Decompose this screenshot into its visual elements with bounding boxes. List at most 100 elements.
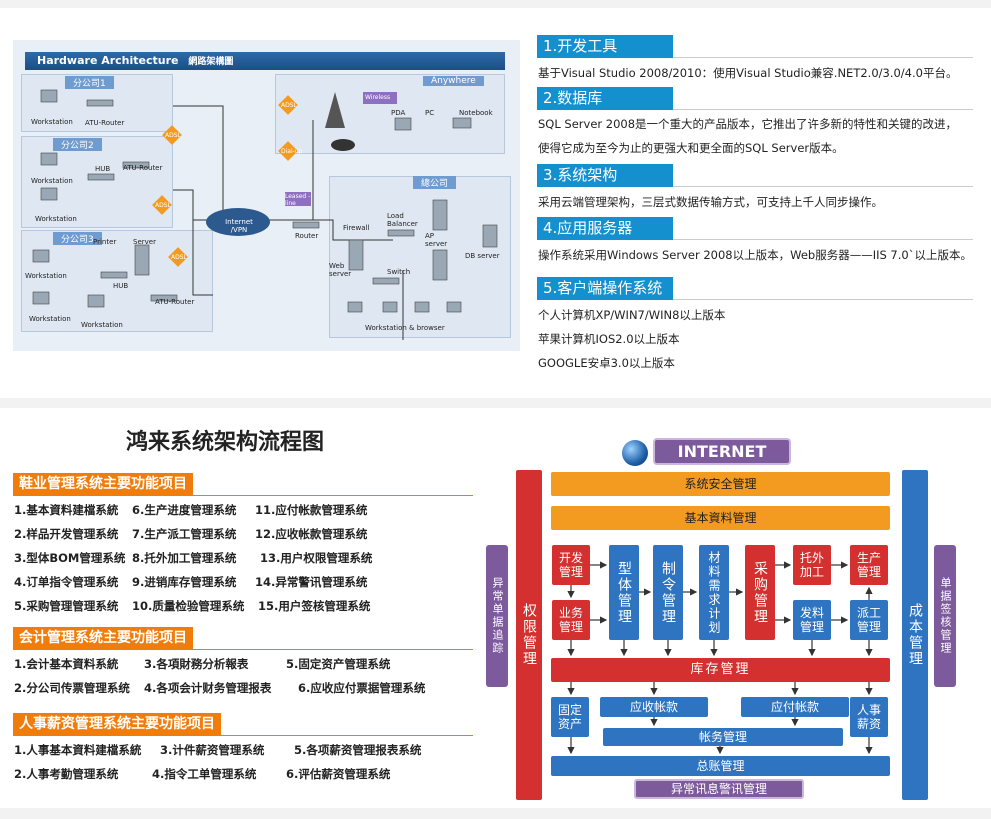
hardware-title: Hardware Architecture (37, 54, 179, 67)
hr-item: 5.各项薪资管理报表系统 (294, 743, 422, 757)
spec-desc-1: 基于Visual Studio 2008/2010：使用Visual Studi… (538, 66, 958, 80)
hr-item: 2.人事考勤管理系统 (14, 767, 119, 781)
shoe-item: 14.异常警讯管理系统 (255, 575, 368, 589)
dev-box: 开发管理 (552, 545, 590, 585)
shoe-item: 1.基本資料建檔系統 (14, 503, 119, 517)
purchase-label: 采购管理 (752, 560, 768, 625)
hw-db-server: DB server (465, 252, 500, 260)
hr-box: 人事薪资 (850, 697, 888, 737)
cost-column: 成本管理 (902, 470, 928, 800)
hr-item: 4.指令工单管理系统 (152, 767, 257, 781)
hw-workstation-6: Workstation (81, 321, 123, 329)
shoe-item: 6.生产进度管理系统 (132, 503, 237, 517)
shoe-item: 15.用户签核管理系统 (258, 599, 371, 613)
hw-ap-server: AP server (425, 232, 448, 248)
accounts-bar: 帐务管理 (603, 728, 843, 746)
hw-hub-2: HUB (95, 165, 111, 173)
accounting-item: 2.分公司传票管理系统 (14, 681, 130, 695)
shoe-item: 3.型体BOM管理系统 (14, 551, 126, 565)
hw-pc: PC (425, 109, 435, 117)
hw-notebook: Notebook (459, 109, 493, 117)
business-box: 业务管理 (552, 600, 590, 640)
purchase-box: 采购管理 (745, 545, 775, 640)
spec-desc-2a: SQL Server 2008是一个重大的产品版本，它推出了许多新的特性和关键的… (538, 117, 958, 131)
hw-web-server: Web server (329, 262, 352, 278)
spec-tag-2: 2.数据库 (537, 87, 973, 110)
exception-sign-label: 异常单据追踪 (491, 577, 504, 655)
spec-tag-4: 4.应用服务器 (537, 217, 973, 240)
spec-tag-5: 5.客户端操作系统 (537, 277, 973, 300)
main-title: 鸿来系统架构流程图 (126, 430, 325, 455)
hardware-title-cn: 網路架構圖 (188, 57, 234, 67)
hr-item: 3.计件薪资管理系统 (160, 743, 265, 757)
hw-workstation-3: Workstation (35, 215, 77, 223)
hw-adsl-4: ADSL (281, 102, 297, 109)
shoe-item: 7.生产派工管理系统 (132, 527, 237, 541)
accounting-item: 3.各項財務分析報表 (144, 657, 249, 671)
hw-printer: Printer (93, 238, 117, 246)
hw-pda: PDA (391, 109, 406, 117)
doc-sign-column: 单据签核管理 (934, 545, 956, 687)
hw-workstation-2: Workstation (31, 177, 73, 185)
material-box: 材料需求计划 (699, 545, 729, 640)
shoe-item: 5.采购管理管理系统 (14, 599, 119, 613)
hw-atu-router-3: ATU-Router (155, 298, 195, 306)
hw-server: Server (133, 238, 156, 246)
internet-banner: INTERNET (653, 438, 791, 465)
exception-sign-column: 异常单据追踪 (486, 545, 508, 687)
order-label: 制令管理 (660, 560, 676, 625)
hardware-diagram: Hardware Architecture 網路架構圖 分公司1 分公司2 分公… (13, 40, 520, 351)
branch3-label: 分公司3 (53, 232, 102, 245)
hw-router: Router (295, 232, 319, 240)
shoe-item: 2.样品开发管理系统 (14, 527, 119, 541)
branch2-box (21, 136, 173, 228)
model-label: 型体管理 (616, 560, 632, 625)
spec-desc-5c: GOOGLE安卓3.0以上版本 (538, 356, 675, 370)
accounting-section-head: 会计管理系统主要功能项目 (13, 627, 473, 650)
permission-label: 权限管理 (521, 603, 537, 667)
hw-adsl-3: ADSL (171, 254, 187, 261)
hw-switch: Switch (387, 268, 411, 276)
hr-item: 6.评估薪资管理系统 (286, 767, 391, 781)
shoe-item: 4.订单指令管理系统 (14, 575, 119, 589)
production-box: 生产管理 (850, 545, 888, 585)
hr-section-head: 人事薪资管理系统主要功能项目 (13, 713, 473, 736)
hardware-network-svg (32, 89, 498, 340)
hr-item: 1.人事基本資料建檔系統 (14, 743, 142, 757)
hw-adsl-2: ADSL (155, 202, 171, 209)
spec-tag-3: 3.系统架构 (537, 164, 973, 187)
outsource-box: 托外加工 (793, 545, 831, 585)
hw-dial-up: Dial-up (281, 148, 303, 155)
hw-ws-browser: Workstation & browser (365, 324, 445, 332)
hw-wireless: Wireless (365, 94, 391, 101)
shoe-item: 12.应收帐款管理系统 (255, 527, 368, 541)
doc-sign-label: 单据签核管理 (939, 577, 952, 655)
branch1-label: 分公司1 (65, 76, 114, 89)
basic-data-bar: 基本資料管理 (551, 506, 890, 530)
hw-workstation-4: Workstation (25, 272, 67, 280)
hw-internet-vpn: Internet /VPN (225, 218, 253, 234)
ledger-bar: 总账管理 (551, 756, 890, 776)
spec-desc-2b: 使得它成为至今为止的更强大和更全面的SQL Server版本。 (538, 141, 844, 155)
shoe-item: 10.质量检验管理系统 (132, 599, 245, 613)
shoe-section-head: 鞋业管理系统主要功能项目 (13, 473, 473, 496)
security-bar: 系统安全管理 (551, 472, 890, 496)
material-label: 材料需求计划 (707, 550, 721, 635)
cost-label: 成本管理 (907, 603, 923, 667)
accounting-item: 6.应收应付票据管理系统 (298, 681, 426, 695)
hw-load-balancer: Load Balancer (387, 212, 418, 228)
accounting-item: 4.各项会计财务管理报表 (144, 681, 272, 695)
payable-bar: 应付帐款 (741, 697, 849, 717)
dispatch-work-box: 派工管理 (850, 600, 888, 640)
accounting-item: 5.固定资产管理系统 (286, 657, 391, 671)
spec-desc-4: 操作系统采用Windows Server 2008以上版本，Web服务器——II… (538, 248, 972, 262)
spec-desc-5b: 苹果计算机IOS2.0以上版本 (538, 332, 680, 346)
hw-workstation-1: Workstation (31, 118, 73, 126)
branch3-box (21, 230, 213, 332)
accounting-item: 1.会计基本資料系統 (14, 657, 119, 671)
spec-desc-5a: 个人计算机XP/WIN7/WIN8以上版本 (538, 308, 726, 322)
spec-desc-3: 采用云端管理架构，三层式数据传输方式，可支持上千人同步操作。 (538, 195, 883, 209)
branch2-label: 分公司2 (53, 138, 102, 151)
order-box: 制令管理 (653, 545, 683, 640)
hw-firewall: Firewall (343, 224, 370, 232)
